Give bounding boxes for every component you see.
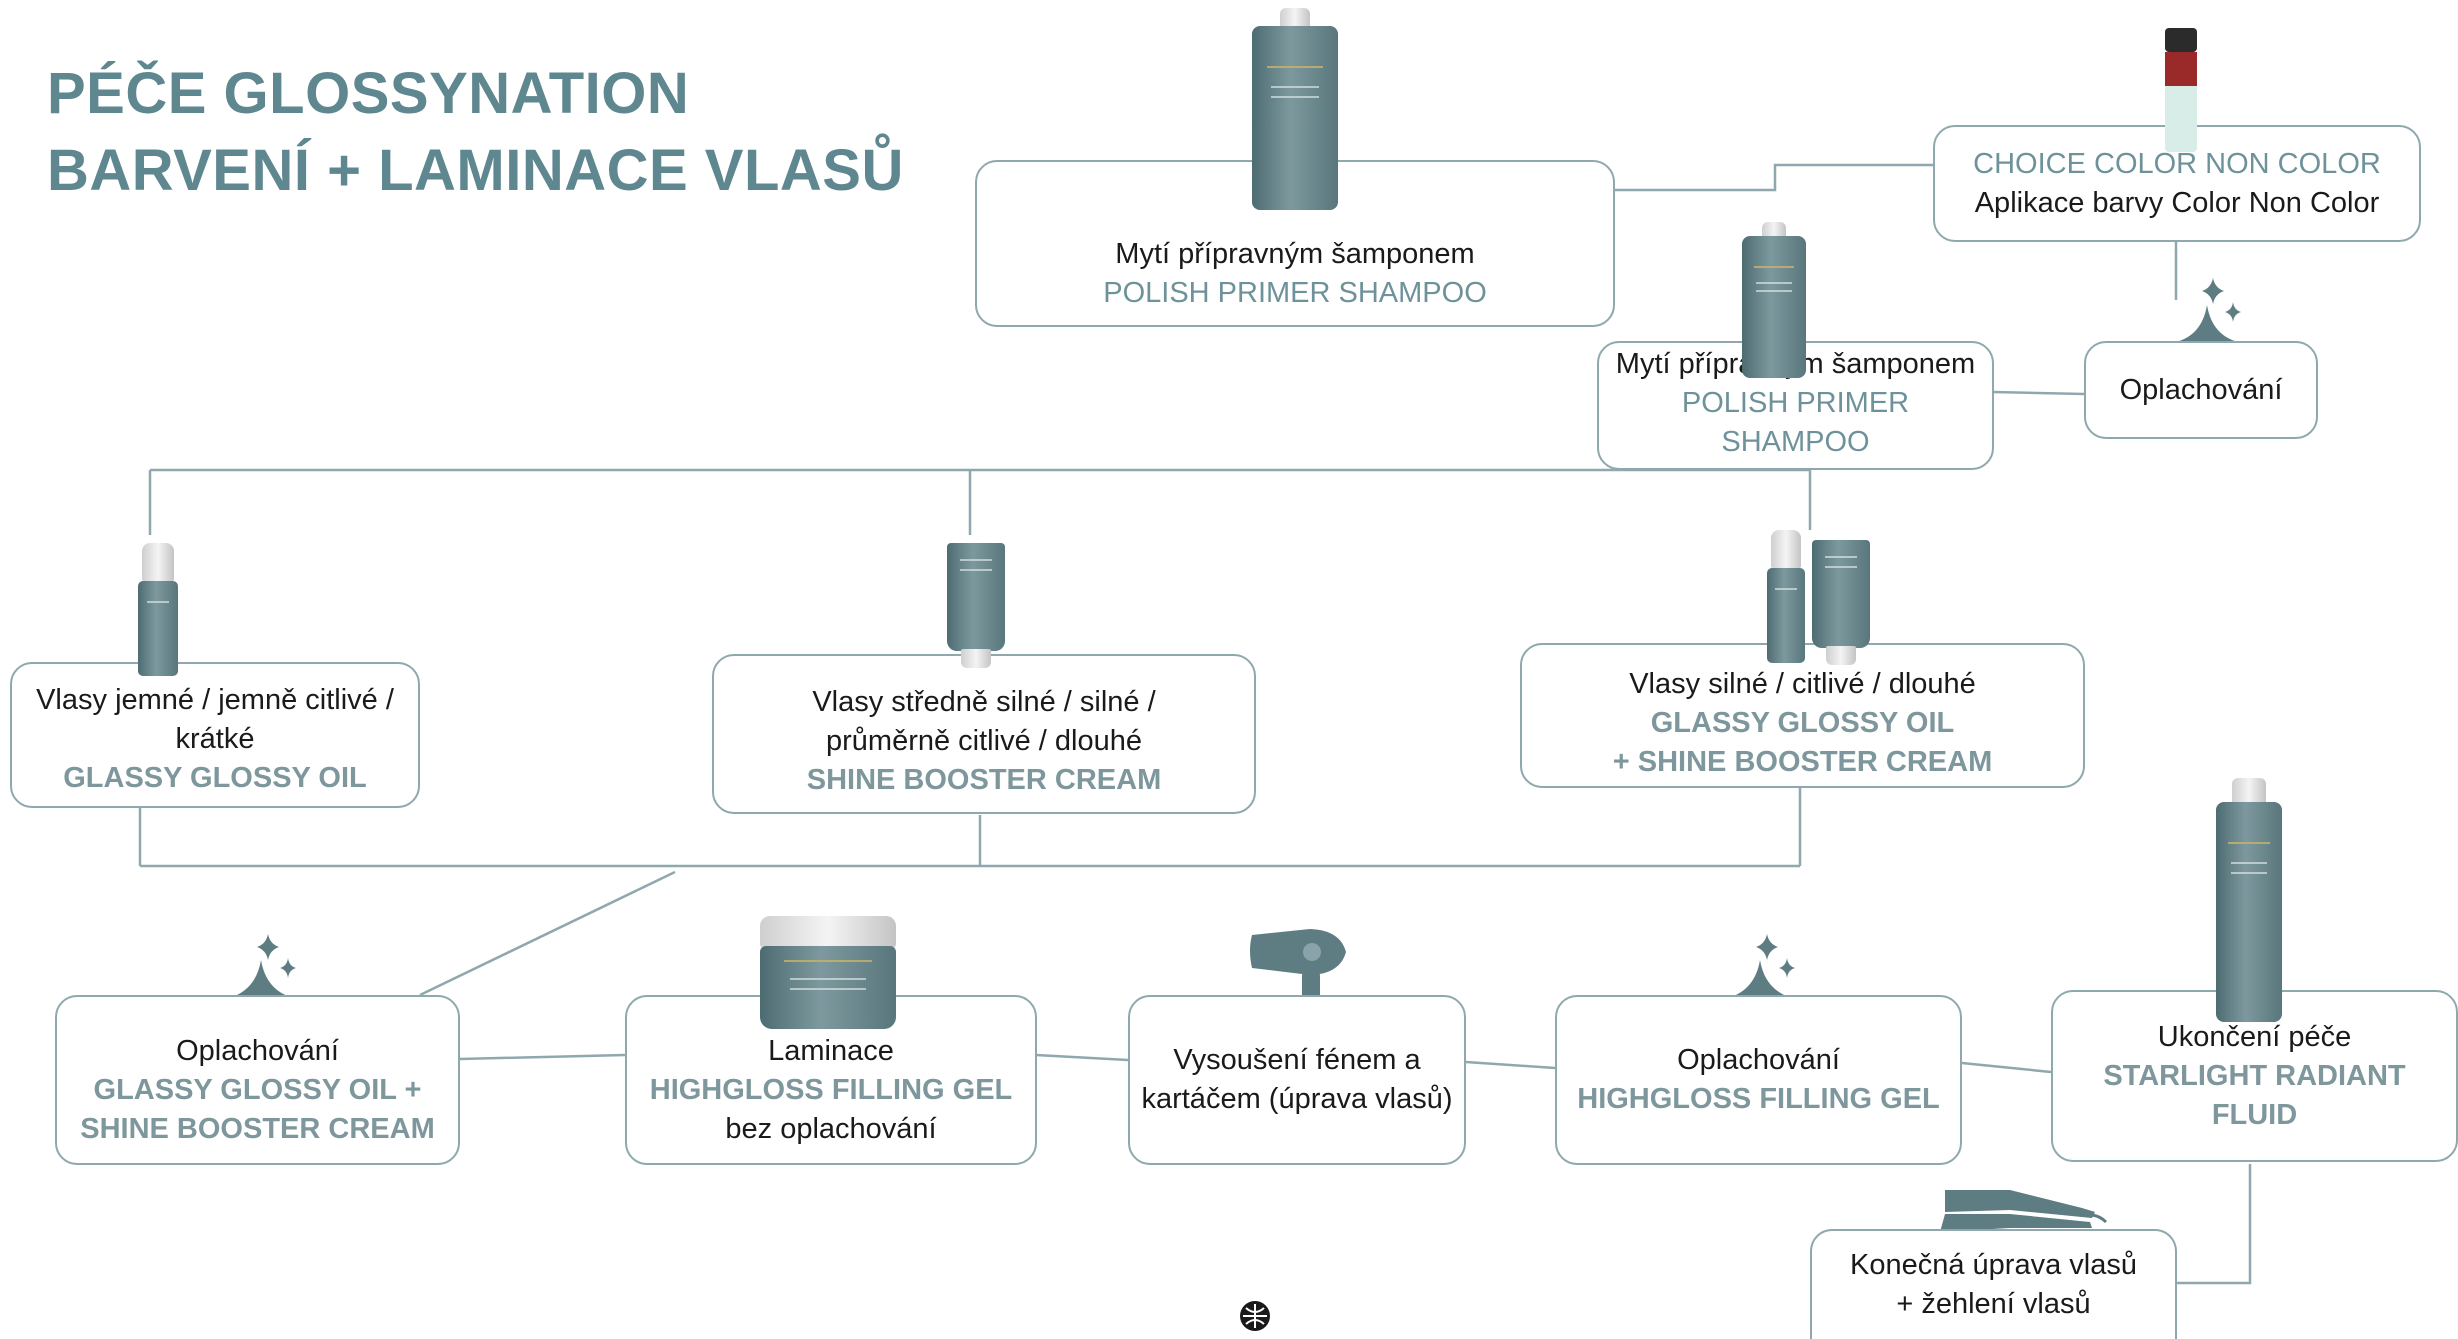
shampoo-bottle-image [1252,8,1338,210]
step-text: Vlasy středně silné / silné / [812,686,1156,718]
oil-bottle-image [1767,530,1805,663]
step-strong-hair: Vlasy silné / citlivé / dlouhé GLASSY GL… [1520,643,2085,788]
step-finish: Ukončení péče STARLIGHT RADIANT FLUID [2051,990,2458,1162]
product-name: SHINE BOOSTER CREAM [806,764,1162,796]
oil-bottle-image [138,543,178,676]
step-drying: Vysoušení fénem a kartáčem (úprava vlasů… [1128,995,1466,1165]
step-text: průměrně citlivé / dlouhé [826,725,1142,757]
step-text: Vysoušení fénem a [1173,1044,1421,1076]
step-text: bez oplachování [725,1113,937,1145]
product-name: CHOICE COLOR NON COLOR [1973,147,2381,180]
step-rinse-2: Oplachování GLASSY GLOSSY OIL + SHINE BO… [55,995,460,1165]
step-text: Oplachování [176,1035,339,1067]
product-name: + SHINE BOOSTER CREAM [1612,746,1993,778]
cream-tube-image [1812,540,1870,665]
step-styling: Konečná úprava vlasů + žehlení vlasů [1810,1229,2177,1339]
cream-tube-image [947,543,1005,668]
step-text: Konečná úprava vlasů [1850,1249,2137,1281]
product-name: GLASSY GLOSSY OIL [1650,707,1955,739]
product-name: STARLIGHT RADIANT FLUID [2103,1059,2406,1131]
flat-iron-icon [1940,1190,2108,1232]
step-text: kartáčem (úprava vlasů) [1141,1083,1453,1115]
shampoo-bottle-image [1742,222,1806,378]
sparkle-icon [2176,278,2241,375]
product-name: POLISH PRIMER SHAMPOO [1681,387,1910,458]
title-line-1: PÉČE GLOSSYNATION [47,61,690,126]
step-text: Oplachování [2119,373,2283,406]
color-tube-image [2165,28,2197,152]
step-text: Mytí přípravným šamponem [1115,238,1475,270]
step-text: Ukončení péče [2157,1020,2352,1053]
step-medium-hair: Vlasy středně silné / silné / průměrně c… [712,654,1256,814]
brand-logo-icon [1240,1301,1270,1331]
product-name: POLISH PRIMER SHAMPOO [1103,277,1487,309]
step-fine-hair: Vlasy jemné / jemně citlivé / krátké GLA… [10,662,420,808]
product-name: GLASSY GLOSSY OIL + [93,1074,422,1106]
gel-jar-image [760,916,896,1029]
step-text: Oplachování [1677,1044,1840,1076]
product-name: HIGHGLOSS FILLING GEL [649,1074,1013,1106]
step-text: Vlasy jemné / jemně citlivé / [36,684,394,716]
product-name: HIGHGLOSS FILLING GEL [1577,1083,1940,1115]
step-rinse-1: Oplachování [2084,341,2318,439]
product-name: SHINE BOOSTER CREAM [80,1113,435,1145]
step-text: Aplikace barvy Color Non Color [1974,186,2380,219]
step-text: krátké [175,723,255,755]
step-text: Vlasy silné / citlivé / dlouhé [1629,668,1976,700]
step-text: + žehlení vlasů [1896,1288,2091,1320]
step-text: Laminace [768,1035,894,1067]
product-name: GLASSY GLOSSY OIL [63,762,367,794]
page-title: PÉČE GLOSSYNATION BARVENÍ + LAMINACE VLA… [47,55,904,209]
title-line-2: BARVENÍ + LAMINACE VLASŮ [47,138,904,203]
step-rinse-3: Oplachování HIGHGLOSS FILLING GEL [1555,995,1962,1165]
fluid-bottle-image [2216,778,2282,1022]
